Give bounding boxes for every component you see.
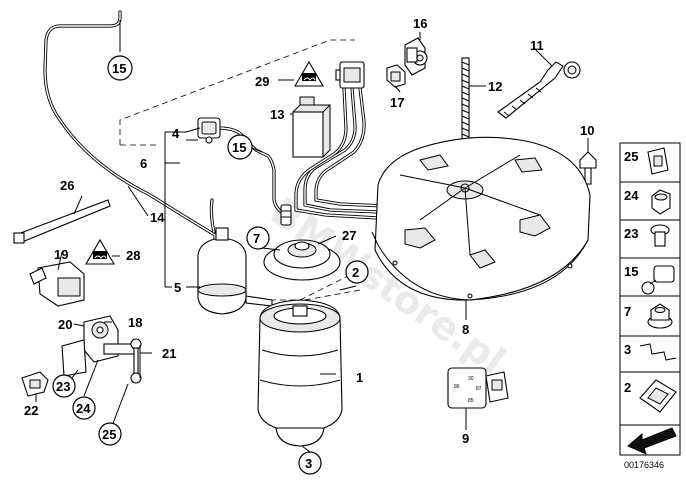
clip-icon [647, 147, 669, 175]
clip-22 [21, 371, 49, 397]
hose-connector-icon [641, 265, 675, 295]
callout-13: 13 [270, 107, 284, 122]
sidebar-item-label: 25 [624, 149, 638, 164]
sidebar-parts-list: 25 24 23 15 7 3 2 [619, 142, 681, 470]
callout-12: 12 [488, 79, 502, 94]
callout-26: 26 [60, 178, 74, 193]
cable-tie-11 [497, 61, 581, 119]
callout-bubble-3 [298, 451, 322, 475]
callout-23: 23 [56, 379, 70, 394]
sidebar-item-label: 7 [624, 304, 631, 319]
cable-tie-26 [13, 199, 111, 244]
callout-10: 10 [580, 123, 594, 138]
relay-9: 30 86 87 85 [447, 367, 509, 409]
callout-3: 3 [305, 456, 312, 471]
callout-11: 11 [530, 38, 544, 53]
callout-bubble-15a [107, 55, 133, 81]
bolt-icon [650, 224, 670, 247]
relay-pin-85: 85 [468, 398, 474, 404]
hex-nut-icon [651, 189, 671, 215]
callout-bubble-23 [52, 374, 76, 398]
callout-5: 5 [174, 280, 181, 295]
callout-17: 17 [390, 95, 404, 110]
callout-27: 27 [342, 228, 356, 243]
relay-pin-87: 87 [476, 386, 482, 392]
spring-clip-icon [639, 343, 677, 361]
clip-17 [386, 64, 406, 88]
callout-29: 29 [255, 74, 269, 89]
callout-bubble-15b [227, 134, 253, 160]
callout-4: 4 [172, 126, 180, 141]
callout-22: 22 [24, 403, 38, 418]
callout-1: 1 [356, 370, 363, 385]
callout-14: 14 [150, 210, 165, 225]
sidebar-item-label: 2 [624, 380, 631, 395]
callout-7: 7 [253, 231, 260, 246]
warning-triangle-icon [85, 238, 115, 265]
pressure-reservoir-5 [197, 227, 273, 315]
air-spring-1 [257, 299, 343, 447]
callout-21: 21 [162, 346, 176, 361]
arrow-icon [627, 427, 677, 455]
screw-10 [579, 151, 597, 185]
clip-16 [404, 37, 428, 76]
callout-bubble-25 [98, 422, 122, 446]
warning-triangle-icon [294, 60, 324, 87]
level-sensor-18 [61, 315, 135, 377]
air-line-valve [209, 126, 287, 234]
cable-bundle [294, 86, 387, 220]
sidebar-item-label: 24 [624, 188, 639, 203]
callout-28: 28 [126, 248, 140, 263]
valve-block-4 [197, 117, 221, 144]
callout-8: 8 [462, 322, 469, 337]
compressor-cover-8 [371, 136, 591, 301]
callout-20: 20 [58, 317, 72, 332]
callout-24: 24 [76, 401, 91, 416]
callout-6: 6 [140, 156, 147, 171]
mounting-plate-27 [263, 239, 341, 281]
callout-bubble-2 [345, 260, 369, 284]
retaining-clip-icon [639, 379, 677, 413]
relay-pin-30: 30 [468, 376, 474, 382]
callout-15a: 15 [112, 61, 126, 76]
sidebar-item-label: 3 [624, 342, 631, 357]
callout-18: 18 [128, 315, 142, 330]
air-line-14 [43, 10, 217, 252]
callout-9: 9 [462, 431, 469, 446]
sidebar-item-label: 15 [624, 264, 638, 279]
linkage-21 [130, 338, 142, 384]
callout-25: 25 [102, 427, 116, 442]
leader-lines [35, 20, 589, 453]
callout-2: 2 [352, 265, 359, 280]
plug-connector [335, 61, 365, 89]
callouts: 1 2 3 4 5 6 7 8 9 10 11 12 13 14 15 15 1… [24, 16, 594, 475]
control-unit-13 [292, 96, 331, 158]
document-number: 00176346 [624, 460, 664, 470]
sidebar-item-label: 23 [624, 226, 638, 241]
height-sensor-19 [29, 261, 85, 307]
callout-19: 19 [54, 247, 68, 262]
callout-15b: 15 [232, 140, 246, 155]
callout-bubble-7 [246, 226, 270, 250]
hose-connector [280, 204, 292, 226]
flange-nut-icon [647, 303, 673, 329]
callout-16: 16 [413, 16, 427, 31]
callout-bubble-24 [72, 396, 96, 420]
relay-pin-86: 86 [454, 384, 460, 390]
